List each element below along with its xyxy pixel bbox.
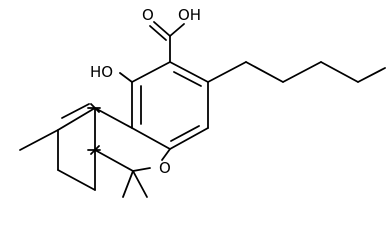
pyran-ring <box>94 107 171 172</box>
gem-dimethyl <box>122 170 148 198</box>
ring-oxygen-label: O <box>159 159 171 177</box>
pentyl-chain <box>207 61 386 83</box>
stereo-hash-top <box>87 103 101 113</box>
carboxyl-oxygen-label: O <box>142 6 154 24</box>
cyclohexene-ring <box>19 103 96 191</box>
stereo-hash-bottom <box>87 145 101 155</box>
carboxyl-hydroxyl-label: OH <box>178 6 201 24</box>
aromatic-ring <box>131 61 209 150</box>
phenol-bond <box>119 72 133 83</box>
carboxyl-group <box>149 21 185 63</box>
phenol-hydroxyl-label: HO <box>90 63 113 81</box>
